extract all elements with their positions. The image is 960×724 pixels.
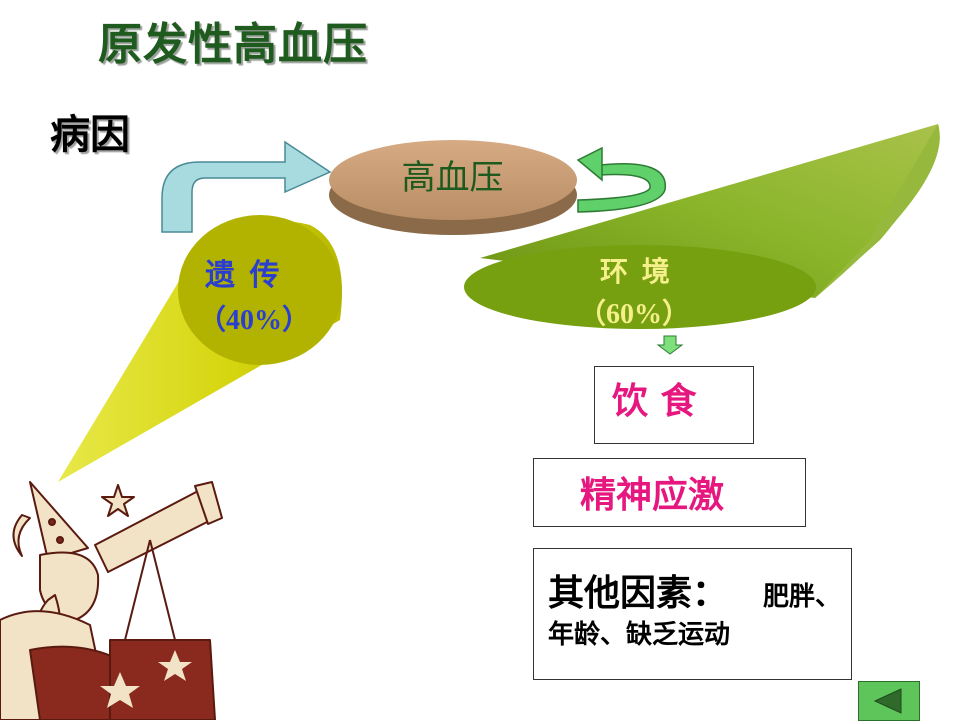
back-button[interactable] <box>858 681 920 721</box>
astronomer-telescope-icon <box>0 481 223 720</box>
diet-box <box>594 366 754 444</box>
other-factors-items-line2: 年龄、缺乏运动 <box>548 620 731 650</box>
other-factors-heading: 其他因素： <box>548 573 729 614</box>
back-arrow-icon <box>873 688 902 714</box>
stress-label: 精神应激 <box>580 475 725 516</box>
environment-percent: （60%） <box>578 299 691 330</box>
down-arrow-icon <box>656 335 684 355</box>
diet-label: 饮 食 <box>612 381 697 422</box>
environment-label: 环 境 <box>600 255 672 288</box>
genetics-label: 遗 传 <box>205 258 282 293</box>
genetics-percent: （40%） <box>198 305 311 336</box>
curved-arrow-icon <box>161 140 332 233</box>
slide-title: 原发性高血压 <box>98 19 368 70</box>
environment-cone <box>464 124 940 329</box>
hypertension-label: 高血压 <box>401 158 504 198</box>
other-factors-items: 肥胖、 <box>763 582 842 612</box>
curved-arrow-icon <box>576 146 666 213</box>
cause-heading: 病因 <box>50 112 130 158</box>
hypertension-oval <box>329 140 577 235</box>
other-factors-box <box>533 548 852 680</box>
genetics-cone <box>58 215 342 482</box>
stress-box <box>533 458 806 527</box>
